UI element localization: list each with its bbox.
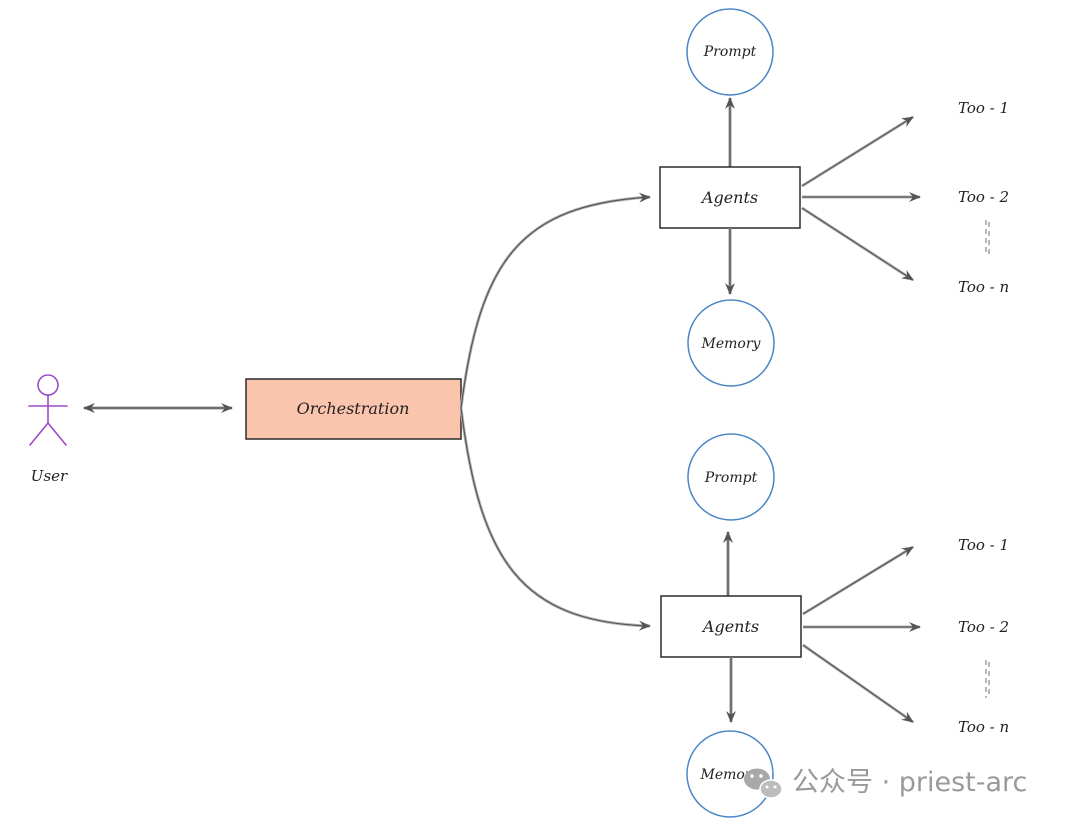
tool-label-n: Too - n — [958, 718, 1009, 736]
prompt-circle — [687, 433, 775, 521]
ellipsis-divider — [985, 220, 990, 256]
memory-label: Memory — [701, 336, 762, 352]
prompt-circle — [686, 8, 774, 96]
wechat-icon — [744, 768, 783, 799]
watermark-text: 公众号 · priest-arc — [792, 767, 1027, 798]
tool-label-n: Too - n — [958, 278, 1009, 296]
memory-circle — [687, 299, 775, 387]
agent-group-1: Prompt Agents Memory Too - 1 Too - 2 T — [659, 8, 1009, 387]
orchestration-box — [245, 378, 462, 440]
tool-arrows — [802, 545, 921, 724]
tool-label-1: Too - 1 — [958, 99, 1009, 117]
agent-label: Agents — [701, 617, 759, 636]
user-actor-icon — [28, 374, 68, 446]
prompt-label: Prompt — [703, 44, 757, 60]
memory-circle — [686, 730, 774, 818]
agent-box — [660, 595, 802, 658]
ellipsis-divider — [985, 660, 990, 698]
watermark: 公众号 · priest-arc — [744, 767, 1027, 799]
agent-group-2: Prompt Agents Memory Too - 1 Too - 2 T — [660, 433, 1009, 818]
orchestration-to-agents-bottom-curve — [459, 407, 651, 631]
orchestration-to-agents-top-curve — [459, 192, 651, 409]
tool-label-2: Too - 2 — [958, 618, 1009, 636]
prompt-label: Prompt — [704, 470, 758, 486]
tool-label-2: Too - 2 — [958, 188, 1009, 206]
orchestration-label: Orchestration — [297, 399, 410, 418]
agent-label: Agents — [700, 188, 758, 207]
tool-label-1: Too - 1 — [958, 536, 1009, 554]
user-label: User — [31, 467, 68, 485]
tool-arrows — [801, 115, 921, 282]
